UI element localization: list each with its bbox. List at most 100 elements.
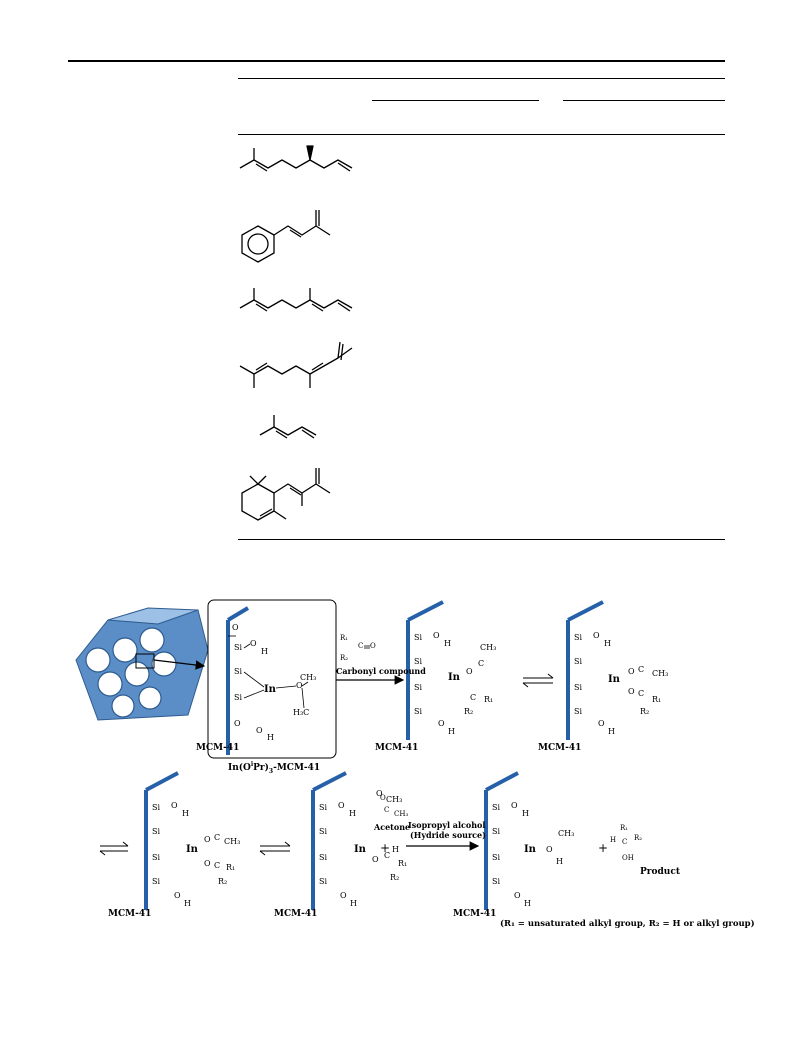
svg-text:Si: Si <box>574 657 582 666</box>
svg-text:R₁: R₁ <box>620 824 628 832</box>
svg-text:R₁: R₁ <box>226 863 235 872</box>
svg-text:O: O <box>250 639 257 648</box>
catalyst-label: In(OiPr)3-MCM-41 <box>228 761 320 775</box>
product-structure: R₁ H C R₂ OH <box>610 824 642 862</box>
svg-text:O: O <box>593 631 600 640</box>
svg-text:Si: Si <box>152 853 160 862</box>
mcm41-pore-bundle <box>75 607 209 721</box>
surface-wall-3 <box>566 600 604 740</box>
svg-text:C: C <box>622 838 627 846</box>
svg-text:O: O <box>598 719 605 728</box>
hydride-source-label: (Hydride source) <box>410 830 486 840</box>
svg-text:H: H <box>182 809 189 818</box>
svg-text:Si: Si <box>574 633 582 642</box>
mcm41-label-6: MCM-41 <box>453 909 496 919</box>
svg-text:H: H <box>556 857 563 866</box>
svg-text:O: O <box>628 667 635 676</box>
svg-text:O: O <box>380 794 386 802</box>
r-group-footnote: (R₁ = unsaturated alkyl group, R₂ = H or… <box>500 918 755 929</box>
svg-text:Si: Si <box>574 683 582 692</box>
mechanism-scheme: O Si Si Si O O H In O CH₃ H₃C O H Si Si … <box>75 599 755 929</box>
svg-text:R₂: R₂ <box>390 873 399 882</box>
svg-text:CH₃: CH₃ <box>224 837 240 846</box>
svg-text:O: O <box>511 801 518 810</box>
svg-text:O: O <box>370 642 376 650</box>
svg-text:O: O <box>296 681 303 690</box>
svg-text:H: H <box>267 733 274 742</box>
svg-text:C: C <box>478 659 484 668</box>
table-group-rule-1 <box>372 100 539 101</box>
svg-text:H: H <box>349 809 356 818</box>
carbonyl-reagent: R₁ C O R₂ <box>340 634 376 662</box>
svg-text:Si: Si <box>152 827 160 836</box>
equilibrium-arrow-2 <box>99 841 129 856</box>
mcm41-label-4: MCM-41 <box>108 909 151 919</box>
svg-text:Si: Si <box>234 643 242 652</box>
svg-text:O: O <box>628 687 635 696</box>
table-group-rule-2 <box>563 100 725 101</box>
mcm41-label-2: MCM-41 <box>375 743 418 753</box>
svg-text:H: H <box>261 647 268 656</box>
svg-text:CH₃: CH₃ <box>300 673 316 682</box>
svg-text:O: O <box>546 845 553 854</box>
svg-text:O: O <box>433 631 440 640</box>
top-page-rule <box>68 60 725 62</box>
svg-text:Si: Si <box>574 707 582 716</box>
table-top-rule <box>238 78 725 79</box>
svg-text:C: C <box>638 689 644 698</box>
svg-text:In: In <box>448 672 461 683</box>
svg-text:R₂: R₂ <box>634 834 642 842</box>
structure-row-2 <box>241 210 331 263</box>
svg-text:Si: Si <box>319 853 327 862</box>
svg-text:Si: Si <box>319 827 327 836</box>
svg-text:R₂: R₂ <box>340 654 348 662</box>
svg-text:H: H <box>522 809 529 818</box>
svg-text:O: O <box>466 667 473 676</box>
svg-text:Si: Si <box>492 853 500 862</box>
arrow1-label: Carbonyl compound <box>336 666 426 676</box>
svg-text:CH₃: CH₃ <box>480 643 496 652</box>
svg-text:R₂: R₂ <box>464 707 473 716</box>
mcm41-label-5: MCM-41 <box>274 909 317 919</box>
surface-wall-4 <box>144 771 179 910</box>
svg-text:OH: OH <box>622 854 634 862</box>
svg-text:CH₃: CH₃ <box>558 829 574 838</box>
svg-text:R₂: R₂ <box>218 877 227 886</box>
svg-text:C: C <box>214 833 220 842</box>
svg-text:H: H <box>448 727 455 736</box>
equilibrium-arrow-1 <box>522 673 554 688</box>
surface-wall-2 <box>406 600 444 740</box>
svg-text:Si: Si <box>414 657 422 666</box>
svg-text:Si: Si <box>319 877 327 886</box>
svg-text:C: C <box>470 693 476 702</box>
structure-row-3 <box>239 288 353 312</box>
structure-row-1 <box>239 145 353 172</box>
svg-text:C: C <box>638 665 644 674</box>
equilibrium-arrow-3 <box>259 841 291 856</box>
svg-text:Si: Si <box>319 803 327 812</box>
svg-text:O: O <box>514 891 521 900</box>
svg-text:R₁: R₁ <box>398 859 407 868</box>
isopropanol-label: Isopropyl alcohol <box>408 820 485 830</box>
svg-text:Si: Si <box>492 877 500 886</box>
svg-text:CH₃: CH₃ <box>386 795 402 804</box>
svg-text:C: C <box>384 806 389 814</box>
svg-text:O: O <box>256 726 263 735</box>
svg-text:Si: Si <box>492 803 500 812</box>
product-label: Product <box>640 867 681 877</box>
svg-text:CH₃: CH₃ <box>652 669 668 678</box>
svg-text:R₁: R₁ <box>484 695 493 704</box>
svg-text:In: In <box>608 674 621 685</box>
svg-text:R₁: R₁ <box>652 695 661 704</box>
svg-text:Si: Si <box>152 877 160 886</box>
structure-row-5 <box>259 415 317 439</box>
svg-text:In: In <box>354 844 367 855</box>
plus-sign-2: + <box>598 841 608 855</box>
table-header-rule <box>238 134 725 135</box>
svg-text:Si: Si <box>414 683 422 692</box>
svg-text:O: O <box>232 623 239 632</box>
svg-text:H: H <box>184 899 191 908</box>
svg-text:R₁: R₁ <box>340 634 348 642</box>
surface-wall-5 <box>311 771 347 910</box>
svg-text:In: In <box>524 844 537 855</box>
